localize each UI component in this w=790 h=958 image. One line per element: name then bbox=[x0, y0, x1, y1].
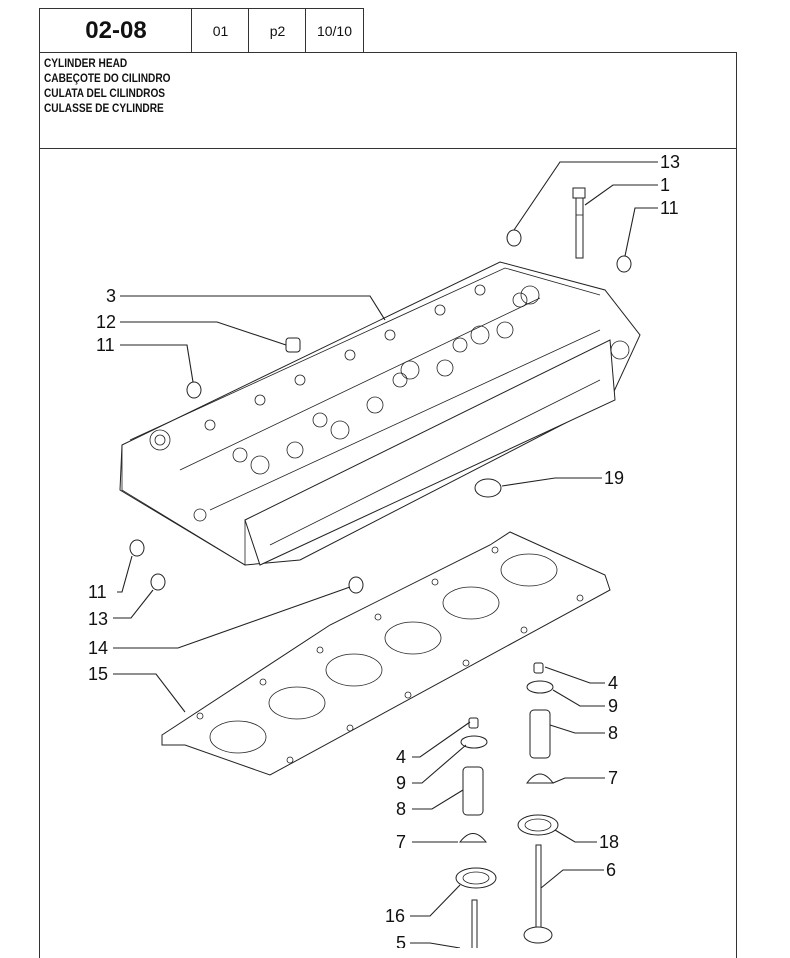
valve-train-intake bbox=[455, 717, 497, 948]
head-bolt-part bbox=[572, 187, 586, 259]
callout-11-left: 11 bbox=[96, 335, 115, 355]
callout-11-bottom: 11 bbox=[88, 582, 107, 602]
callout-15: 15 bbox=[88, 664, 108, 684]
dowel-12 bbox=[285, 337, 301, 353]
dowel-13-bottom bbox=[150, 573, 166, 591]
dowel-13-top bbox=[506, 229, 522, 247]
callout-16: 16 bbox=[385, 906, 405, 926]
leader-lines bbox=[113, 161, 658, 948]
head-gasket-part bbox=[161, 531, 611, 776]
dowel-11-top bbox=[616, 255, 632, 273]
callout-1: 1 bbox=[660, 175, 670, 195]
drawing-frame bbox=[39, 148, 737, 958]
title-es: CULATA DEL CILINDROS bbox=[44, 88, 166, 100]
cylinder-head-part bbox=[119, 261, 641, 566]
callout-5: 5 bbox=[396, 933, 406, 948]
page-cell: p2 bbox=[248, 8, 307, 53]
title-fr: CULASSE DE CYLINDRE bbox=[44, 103, 164, 115]
callout-8-left: 8 bbox=[396, 799, 406, 819]
valve-train-exhaust bbox=[517, 662, 559, 944]
callout-13-bottom: 13 bbox=[88, 609, 108, 629]
callout-14: 14 bbox=[88, 638, 108, 658]
group-text: 01 bbox=[212, 22, 229, 39]
callout-11-top: 11 bbox=[660, 198, 679, 218]
callout-7-right: 7 bbox=[608, 768, 618, 788]
callout-labels: 13 1 11 3 12 11 19 11 13 14 15 4 9 8 7 1… bbox=[88, 152, 680, 948]
callout-4-left: 4 bbox=[396, 747, 406, 767]
sheet-cell: 10/10 bbox=[305, 8, 364, 53]
section-code: 02-08 bbox=[39, 8, 193, 53]
page-text: p2 bbox=[269, 22, 286, 39]
callout-13-top: 13 bbox=[660, 152, 680, 172]
dowel-11-left bbox=[186, 381, 202, 399]
dowel-14 bbox=[348, 576, 364, 594]
sheet-text: 10/10 bbox=[316, 22, 353, 39]
callout-4-right: 4 bbox=[608, 673, 618, 693]
callout-9-right: 9 bbox=[608, 696, 618, 716]
plug-19 bbox=[474, 478, 502, 498]
callout-8-right: 8 bbox=[608, 723, 618, 743]
callout-12: 12 bbox=[96, 312, 116, 332]
callout-19: 19 bbox=[604, 468, 624, 488]
callout-6: 6 bbox=[606, 860, 616, 880]
title-pt: CABEÇOTE DO CILINDRO bbox=[44, 73, 171, 85]
callout-9-left: 9 bbox=[396, 773, 406, 793]
title-box: CYLINDER HEAD CABEÇOTE DO CILINDRO CULAT… bbox=[39, 52, 737, 149]
callout-3: 3 bbox=[106, 286, 116, 306]
title-en: CYLINDER HEAD bbox=[44, 58, 128, 70]
callout-7-left: 7 bbox=[396, 832, 406, 852]
dowel-11-bottom bbox=[129, 539, 145, 557]
callout-18: 18 bbox=[599, 832, 619, 852]
section-code-text: 02-08 bbox=[85, 16, 147, 44]
